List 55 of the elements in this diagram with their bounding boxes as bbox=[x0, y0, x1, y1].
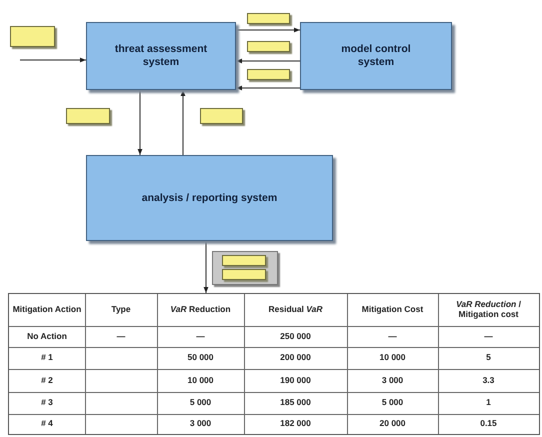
note-box bbox=[222, 255, 266, 266]
table-value: 10 000 bbox=[186, 376, 214, 386]
note-box bbox=[247, 13, 290, 24]
column-header: Mitigation Cost bbox=[360, 305, 424, 315]
table-value: 3 000 bbox=[188, 419, 212, 429]
column-header: VaR Reduction / Mitigation cost bbox=[455, 300, 522, 320]
table-value: 3 000 bbox=[380, 376, 404, 386]
arrow bbox=[204, 240, 208, 294]
table-value: 250 000 bbox=[279, 332, 312, 342]
column-header: Residual VaR bbox=[267, 305, 324, 315]
table-value: 182 000 bbox=[279, 419, 312, 429]
table-value: 5 000 bbox=[188, 398, 212, 408]
data-table bbox=[8, 293, 540, 435]
process-box bbox=[86, 22, 236, 90]
node-label: threat assessment system bbox=[114, 43, 208, 69]
note-box bbox=[200, 108, 243, 124]
table-value: — bbox=[387, 332, 398, 342]
arrow bbox=[180, 90, 186, 156]
table-value: # 2 bbox=[40, 376, 54, 386]
node-label: analysis / reporting system bbox=[142, 192, 278, 204]
column-header: VaR Reduction bbox=[169, 305, 232, 315]
column-header: Type bbox=[110, 305, 132, 315]
table-value: 0.15 bbox=[479, 419, 498, 429]
process-box bbox=[300, 22, 452, 90]
stack-box bbox=[212, 251, 278, 285]
table-value: — bbox=[116, 332, 126, 342]
table-value: 200 000 bbox=[279, 353, 312, 363]
note-box bbox=[222, 269, 266, 280]
table-value: # 3 bbox=[40, 398, 54, 408]
table-value: 10 000 bbox=[378, 353, 406, 363]
table-value: — bbox=[195, 332, 206, 342]
table-value: # 4 bbox=[40, 419, 54, 429]
table-value: No Action bbox=[26, 332, 68, 342]
arrow bbox=[236, 58, 300, 64]
table-value: 20 000 bbox=[378, 419, 406, 429]
table-value: — bbox=[483, 332, 494, 342]
note-box bbox=[247, 41, 290, 52]
note-box bbox=[10, 26, 55, 47]
process-box bbox=[86, 155, 333, 241]
table-value: # 1 bbox=[40, 353, 54, 363]
table-value: 5 000 bbox=[380, 398, 404, 408]
arrow bbox=[138, 90, 142, 156]
table-value: 50 000 bbox=[186, 353, 214, 363]
table-value: 185 000 bbox=[279, 398, 312, 408]
note-box bbox=[66, 108, 110, 124]
arrow bbox=[236, 28, 300, 32]
arrow bbox=[20, 58, 86, 62]
table-value: 1 bbox=[485, 398, 492, 408]
table-value: 190 000 bbox=[279, 376, 312, 386]
table-value: 5 bbox=[485, 353, 492, 363]
arrow bbox=[236, 86, 300, 90]
node-label: model control system bbox=[340, 43, 412, 69]
note-box bbox=[247, 69, 290, 80]
table-value: 3.3 bbox=[482, 376, 496, 386]
column-header: Mitigation Action bbox=[12, 305, 82, 315]
